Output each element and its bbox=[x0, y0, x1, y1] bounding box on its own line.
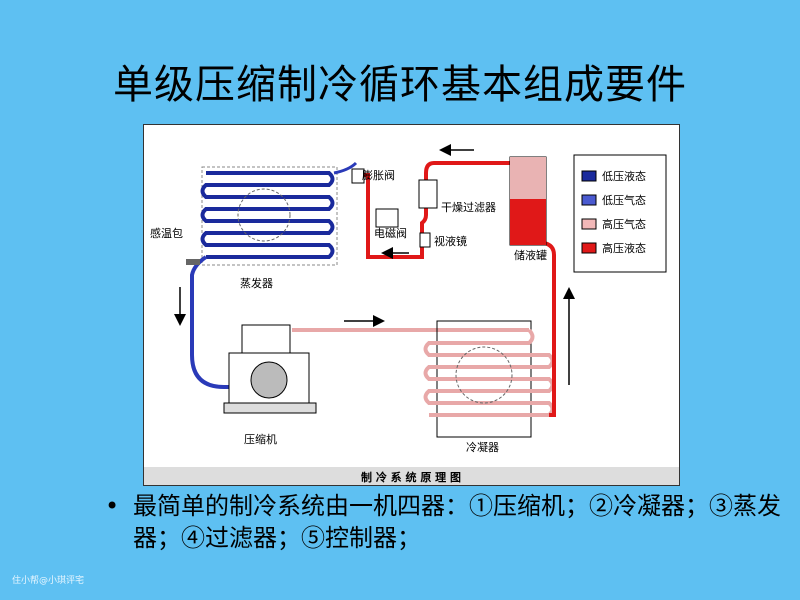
legend-label: 高压气态 bbox=[602, 217, 646, 231]
liquid-line-upper bbox=[362, 161, 516, 259]
solenoid-valve bbox=[375, 208, 399, 228]
bullet-item: 最简单的制冷系统由一机四器：①压缩机；②冷凝器；③蒸发器；④过滤器；⑤控制器； bbox=[133, 492, 781, 552]
label-dryer-filter: 干燥过滤器 bbox=[441, 201, 496, 214]
diagram-caption: 制 冷 系 统 原 理 图 bbox=[361, 470, 461, 484]
label-sight-glass: 视液镜 bbox=[434, 234, 467, 248]
legend-swatch bbox=[581, 218, 597, 230]
label-compressor: 压缩机 bbox=[244, 432, 277, 446]
refrigeration-diagram: 膨胀阀 干燥过滤器 电磁阀 视液镜 储液罐 感温包 蒸发器 压缩机 冷凝器 低压… bbox=[143, 124, 680, 486]
legend-swatch bbox=[581, 170, 597, 182]
label-sensing-bulb: 感温包 bbox=[150, 227, 183, 240]
label-evaporator: 蒸发器 bbox=[240, 276, 273, 290]
label-receiver: 储液罐 bbox=[514, 248, 547, 262]
capillary-line bbox=[333, 161, 358, 175]
bullet-marker: • bbox=[105, 492, 120, 520]
dryer-filter bbox=[418, 179, 438, 209]
label-solenoid-valve: 电磁阀 bbox=[374, 226, 407, 240]
suction-line bbox=[190, 255, 229, 389]
label-expansion-valve: 膨胀阀 bbox=[362, 168, 395, 182]
watermark: 住小帮@小琪评宅 bbox=[12, 576, 85, 586]
label-condenser: 冷凝器 bbox=[466, 440, 499, 454]
legend-swatch bbox=[581, 242, 597, 254]
expansion-valve bbox=[351, 168, 365, 184]
compressor bbox=[223, 324, 317, 414]
sight-glass bbox=[419, 232, 431, 248]
legend-label: 高压液态 bbox=[602, 241, 646, 255]
legend-label: 低压液态 bbox=[602, 169, 646, 183]
receiver-tank bbox=[509, 156, 547, 246]
slide-title: 单级压缩制冷循环基本组成要件 bbox=[113, 62, 687, 108]
condenser-coil bbox=[423, 320, 555, 438]
evaporator-coil bbox=[200, 166, 338, 266]
legend-swatch bbox=[581, 194, 597, 206]
sensing-bulb bbox=[186, 259, 200, 265]
legend-label: 低压气态 bbox=[602, 193, 646, 207]
